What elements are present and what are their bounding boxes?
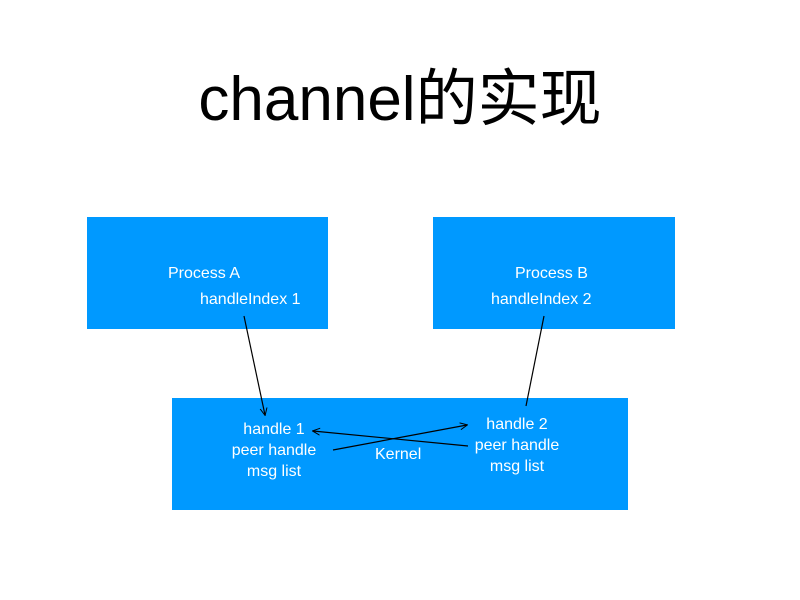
process-a-label: Process A <box>168 265 241 282</box>
arrow-peer2-to-handle1 <box>313 431 469 447</box>
kernel-handle1-peer: peer handle <box>231 442 317 459</box>
kernel-handle2-msgs: msg list <box>489 458 545 475</box>
kernel-handle2-group: handle 2 peer handle msg list <box>461 415 573 478</box>
slide-title: channel的实现 <box>0 48 800 138</box>
process-b-label: Process B <box>515 265 588 282</box>
process-b-handle-index: handleIndex 2 <box>491 291 592 308</box>
title-cjk: 的实现 <box>415 65 602 134</box>
kernel-label: Kernel <box>375 446 422 463</box>
kernel-handle2-peer: peer handle <box>474 437 560 454</box>
kernel-handle1-group: handle 1 peer handle msg list <box>218 420 330 483</box>
process-a-handle-index: handleIndex 1 <box>200 291 301 308</box>
line-process-b-to-handle2 <box>525 315 545 407</box>
process-b-box: Process B handleIndex 2 <box>433 217 675 329</box>
arrow-process-a-to-handle1 <box>243 315 265 415</box>
process-a-box: Process A handleIndex 1 <box>87 217 328 329</box>
kernel-handle1-label: handle 1 <box>243 421 305 438</box>
kernel-handle1-msgs: msg list <box>246 463 302 480</box>
kernel-box: handle 1 peer handle msg list Kernel han… <box>172 398 628 510</box>
arrow-peer1-to-handle2 <box>332 425 467 451</box>
kernel-handle2-label: handle 2 <box>486 416 548 433</box>
title-latin: channel <box>198 65 416 134</box>
